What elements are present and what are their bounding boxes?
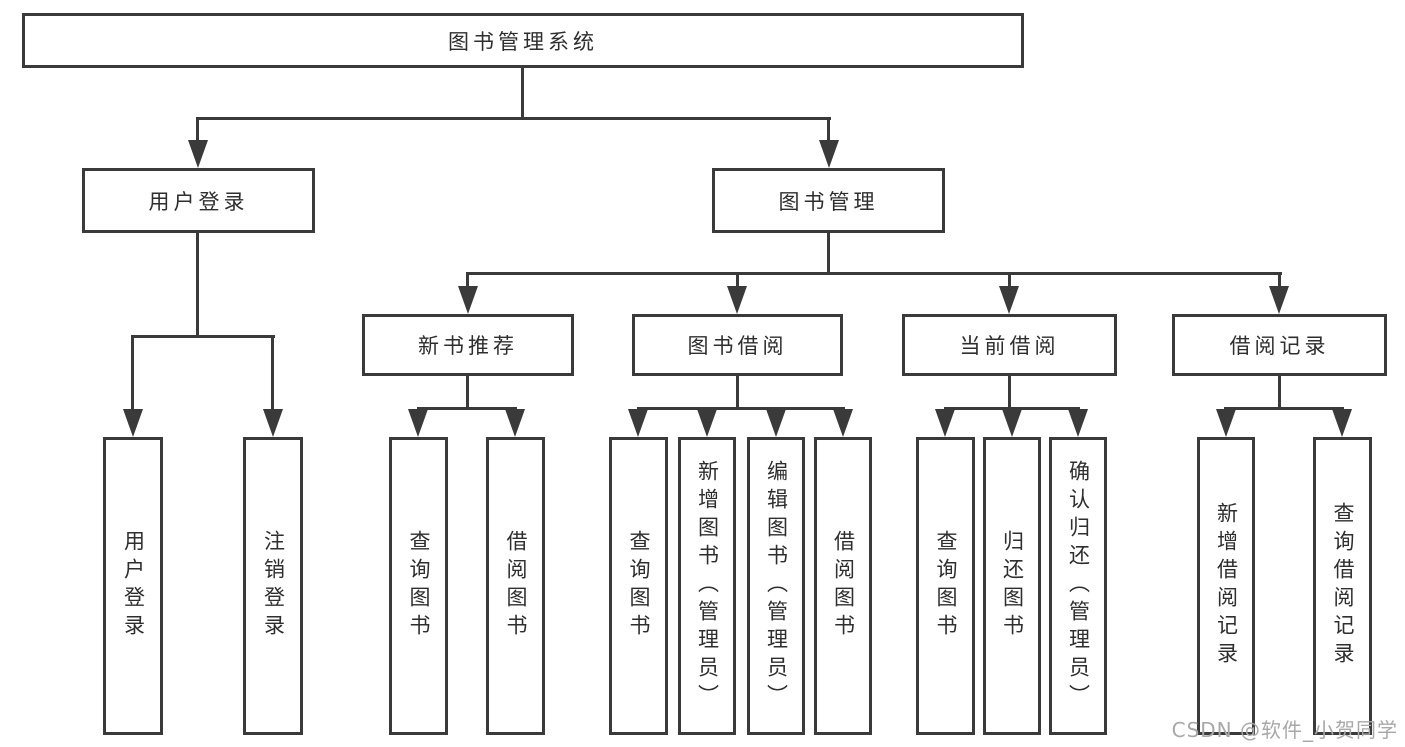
- leaf-return-books-label: 归还图书: [1000, 530, 1025, 642]
- leaf-borrow-borrow-books-label: 借阅图书: [831, 530, 856, 642]
- node-book-borrow-label: 图书借阅: [687, 334, 788, 358]
- connector-current-borrow-down: [1008, 376, 1011, 407]
- leaf-edit-books-admin: 编辑图书（管理员）: [747, 437, 805, 735]
- leaf-add-borrow-record-label: 新增借阅记录: [1214, 502, 1239, 670]
- leaf-borrow-borrow-books: 借阅图书: [814, 437, 872, 735]
- leaf-confirm-return-admin-label: 确认归还（管理员）: [1066, 460, 1091, 712]
- arrowhead-book-borrow-leaf-1: [628, 409, 648, 437]
- arrowhead-current-borrow: [999, 286, 1019, 314]
- leaf-user-login: 用户登录: [103, 437, 163, 735]
- node-user-login: 用户登录: [82, 168, 315, 233]
- connector-new-book-down: [466, 376, 469, 407]
- connector-borrow-records-down: [1278, 376, 1281, 407]
- connector-user-login-down: [196, 233, 199, 335]
- node-book-management: 图书管理: [712, 168, 945, 233]
- arrowhead-new-book-leaf-2: [505, 409, 525, 437]
- arrowhead-book-borrow-leaf-4: [833, 409, 853, 437]
- arrowhead-book-management: [819, 140, 839, 168]
- leaf-add-borrow-record: 新增借阅记录: [1197, 437, 1255, 735]
- connector-book-management-down: [827, 233, 830, 274]
- node-borrow-records-label: 借阅记录: [1229, 334, 1330, 358]
- leaf-logout-label: 注销登录: [261, 530, 286, 642]
- leaf-edit-books-admin-label: 编辑图书（管理员）: [764, 460, 789, 712]
- leaf-borrow-query-books: 查询图书: [609, 437, 668, 735]
- connector-book-borrow-branch: [637, 407, 845, 410]
- arrowhead-user-login: [188, 140, 208, 168]
- leaf-current-query-books: 查询图书: [916, 437, 975, 735]
- arrowhead-new-book: [458, 286, 478, 314]
- connector-stub-book-management: [827, 117, 830, 141]
- leaf-query-borrow-record-label: 查询借阅记录: [1331, 502, 1355, 670]
- leaf-confirm-return-admin: 确认归还（管理员）: [1049, 437, 1107, 735]
- node-current-borrow-label: 当前借阅: [959, 334, 1060, 358]
- leaf-newbook-query-books-label: 查询图书: [407, 530, 431, 642]
- leaf-newbook-query-books: 查询图书: [389, 437, 448, 735]
- leaf-user-login-label: 用户登录: [121, 530, 146, 642]
- connector-level2-branch: [196, 117, 831, 120]
- arrowhead-new-book-leaf-1: [408, 409, 428, 437]
- node-book-management-label: 图书管理: [778, 189, 879, 214]
- leaf-add-books-admin: 新增图书（管理员）: [678, 437, 736, 735]
- arrowhead-book-borrow-leaf-2: [697, 409, 717, 437]
- node-book-borrow: 图书借阅: [632, 314, 843, 376]
- arrowhead-borrow-records-leaf-1: [1216, 409, 1236, 437]
- leaf-newbook-borrow-books-label: 借阅图书: [504, 530, 528, 642]
- connector-stub-user-login: [196, 117, 199, 141]
- arrowhead-borrow-records: [1269, 286, 1289, 314]
- connector-stub-new-book: [466, 272, 469, 286]
- leaf-logout: 注销登录: [243, 437, 303, 735]
- connector-new-book-branch: [417, 407, 517, 410]
- arrowhead-login-leaf: [123, 409, 143, 437]
- leaf-newbook-borrow-books: 借阅图书: [486, 437, 545, 735]
- leaf-add-books-admin-label: 新增图书（管理员）: [695, 460, 720, 712]
- connector-current-borrow-branch: [944, 407, 1080, 410]
- arrowhead-book-borrow-leaf-3: [766, 409, 786, 437]
- connector-stub-login-leaf: [131, 335, 134, 409]
- leaf-query-borrow-record: 查询借阅记录: [1313, 437, 1372, 735]
- connector-stub-borrow-records: [1278, 272, 1281, 286]
- connector-stub-current-borrow: [1008, 272, 1011, 286]
- connector-book-borrow-down: [736, 376, 739, 407]
- node-root: 图书管理系统: [22, 13, 1024, 68]
- connector-level3-branch: [466, 272, 1282, 275]
- node-current-borrow: 当前借阅: [902, 314, 1117, 376]
- connector-root-down: [521, 68, 524, 117]
- node-new-book-recommend: 新书推荐: [362, 314, 574, 376]
- arrowhead-book-borrow: [727, 286, 747, 314]
- connector-borrow-records-branch: [1224, 407, 1344, 410]
- connector-user-login-branch: [131, 335, 275, 338]
- connector-stub-book-borrow: [736, 272, 739, 286]
- node-root-label: 图书管理系统: [448, 29, 598, 54]
- node-user-login-label: 用户登录: [148, 189, 249, 214]
- arrowhead-current-borrow-leaf-3: [1068, 409, 1088, 437]
- arrowhead-borrow-records-leaf-2: [1332, 409, 1352, 437]
- arrowhead-current-borrow-leaf-1: [935, 409, 955, 437]
- node-new-book-recommend-label: 新书推荐: [418, 334, 518, 358]
- leaf-current-query-books-label: 查询图书: [934, 530, 958, 642]
- csdn-watermark: CSDN @软件_小贺同学: [1171, 718, 1398, 742]
- leaf-borrow-query-books-label: 查询图书: [627, 530, 651, 642]
- node-borrow-records: 借阅记录: [1172, 314, 1387, 376]
- leaf-return-books: 归还图书: [983, 437, 1041, 735]
- connector-stub-logout-leaf: [271, 335, 274, 409]
- arrowhead-logout-leaf: [263, 409, 283, 437]
- arrowhead-current-borrow-leaf-2: [1002, 409, 1022, 437]
